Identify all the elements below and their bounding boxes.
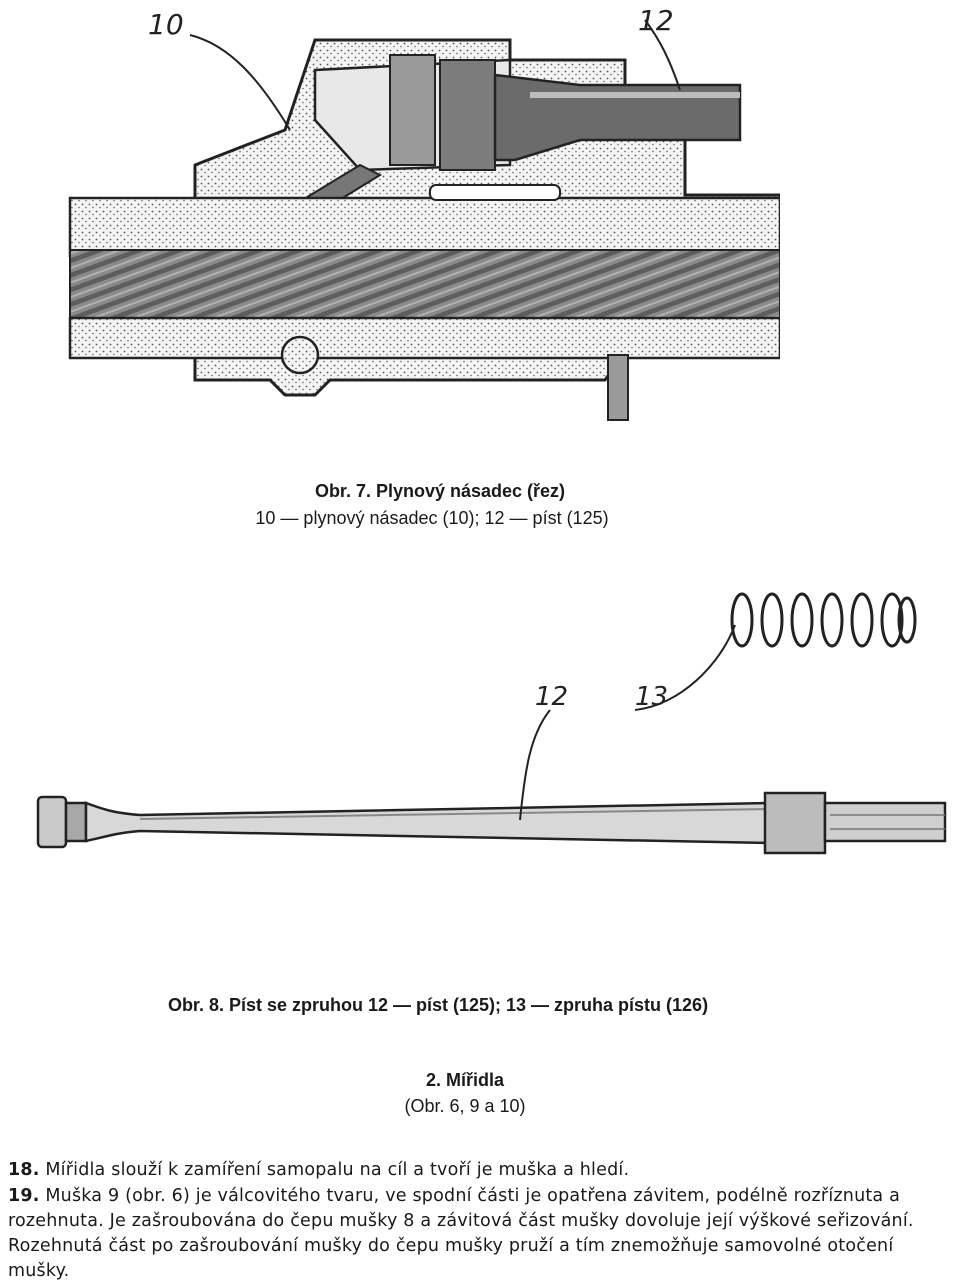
figure-7-caption-legend: 10 — plynový násadec (10); 12 — píst (12… [255, 508, 609, 528]
piston [36, 791, 947, 855]
figure-8-piston-spring: 12 13 [36, 592, 947, 855]
paragraph-text: Muška 9 (obr. 6) je válcovitého tvaru, v… [8, 1186, 914, 1281]
label-12: 12 [638, 4, 674, 37]
paragraph-19: 19. Muška 9 (obr. 6) je válcovitého tvar… [8, 1184, 956, 1284]
barrel-bore [69, 249, 780, 319]
label-12: 12 [535, 682, 568, 712]
paragraph-18: 18. Mířidla slouží k zamíření samopalu n… [8, 1158, 956, 1183]
label-10: 10 [148, 8, 184, 41]
figure-7-caption-title: Obr. 7. Plynový násadec (řez) [314, 481, 566, 501]
figure-7-gas-block-section: 10 12 [68, 4, 780, 421]
figure-8-caption: Obr. 8. Píst se zpruhou 12 — píst (125);… [167, 995, 709, 1015]
retaining-pin [607, 354, 629, 421]
barrel-upper-wall [68, 196, 780, 258]
cross-pin [280, 335, 320, 375]
paragraph-text: Mířidla slouží k zamíření samopalu na cí… [39, 1160, 630, 1180]
section-subtitle: (Obr. 6, 9 a 10) [404, 1096, 526, 1116]
section-title: 2. Mířidla [425, 1070, 505, 1090]
piston-spring [730, 592, 917, 648]
paragraph-number: 18. [8, 1160, 40, 1180]
label-13: 13 [635, 682, 668, 712]
barrel-lower-wall [68, 316, 780, 360]
piston-head-section [389, 54, 436, 166]
paragraph-number: 19. [8, 1186, 40, 1206]
